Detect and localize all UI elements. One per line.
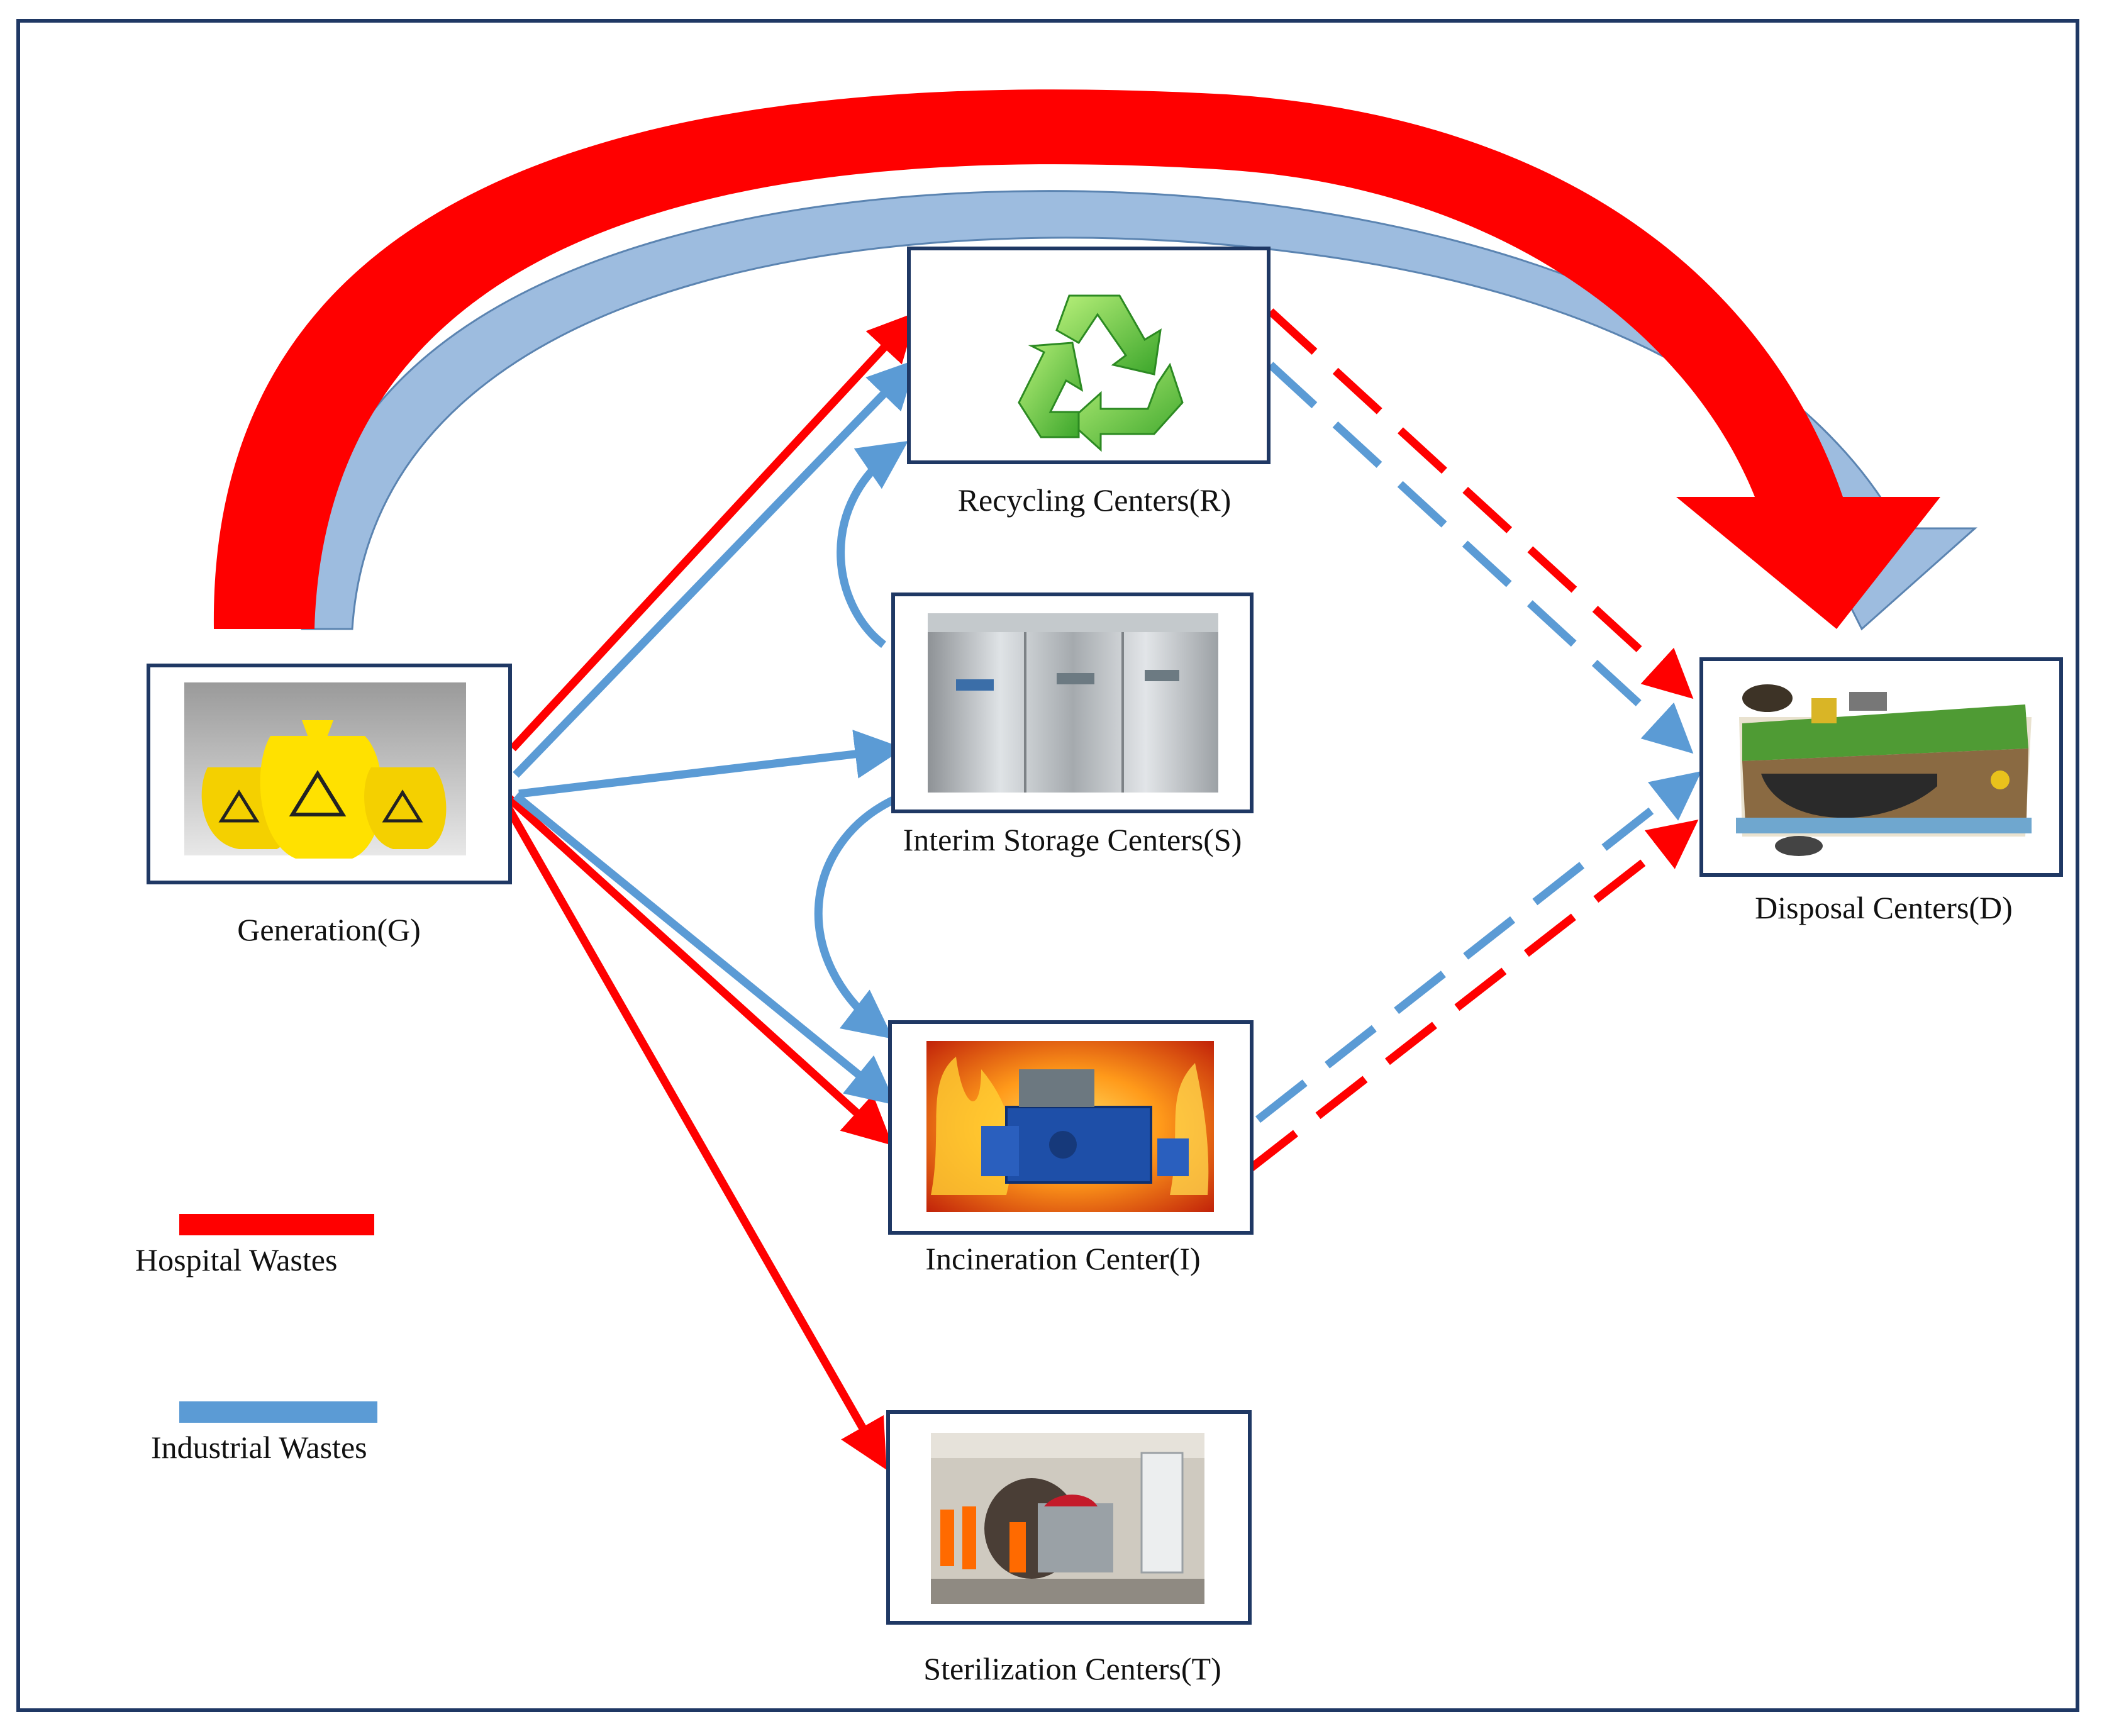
hospital-flow-g-i [503,793,893,1146]
node-sterilization [886,1410,1252,1625]
legend-swatch-industrial [179,1401,377,1423]
industrial-flow-g-s [518,730,904,798]
legend-label-hospital: Hospital Wastes [135,1242,337,1277]
hospital-flow-i-d [1246,820,1699,1174]
hospital-flow-g-r [509,311,918,752]
industrial-flow-s-r [837,440,909,648]
legend: Hospital Wastes Industrial Wastes [135,1214,377,1465]
hospital-flow-r-d [1267,308,1694,699]
incinerator-fire-icon [926,1041,1214,1212]
legend-label-industrial: Industrial Wastes [151,1430,367,1465]
node-storage [891,593,1254,813]
node-incineration [888,1020,1254,1235]
landfill-icon [1736,684,2032,856]
industrial-flow-g-r [513,359,918,778]
node-disposal [1699,657,2063,877]
industrial-flow-g-i [513,792,897,1106]
node-label-disposal: Disposal Centers(D) [1755,890,2013,925]
node-recycling [907,247,1271,464]
biohazard-bags-icon [184,682,466,859]
node-label-recycling: Recycling Centers(R) [958,482,1232,518]
sterilizer-machine-icon [931,1433,1204,1604]
recycle-icon [1018,294,1184,452]
industrial-flow-s-i [814,796,895,1039]
node-label-sterilization: Sterilization Centers(T) [923,1651,1221,1686]
legend-swatch-hospital [179,1214,374,1235]
hospital-bypass-arrow [213,89,1941,629]
storage-tanks-icon [928,613,1218,793]
node-label-storage: Interim Storage Centers(S) [903,822,1242,857]
industrial-bypass-arrow [301,190,1977,631]
diagram-frame [16,19,2079,1712]
node-label-generation: Generation(G) [237,912,421,947]
hospital-flow-g-t [499,796,887,1470]
industrial-flow-i-d [1255,771,1702,1123]
node-generation [147,664,512,884]
node-label-incineration: Incineration Center(I) [925,1241,1200,1276]
industrial-flow-r-d [1267,362,1694,754]
